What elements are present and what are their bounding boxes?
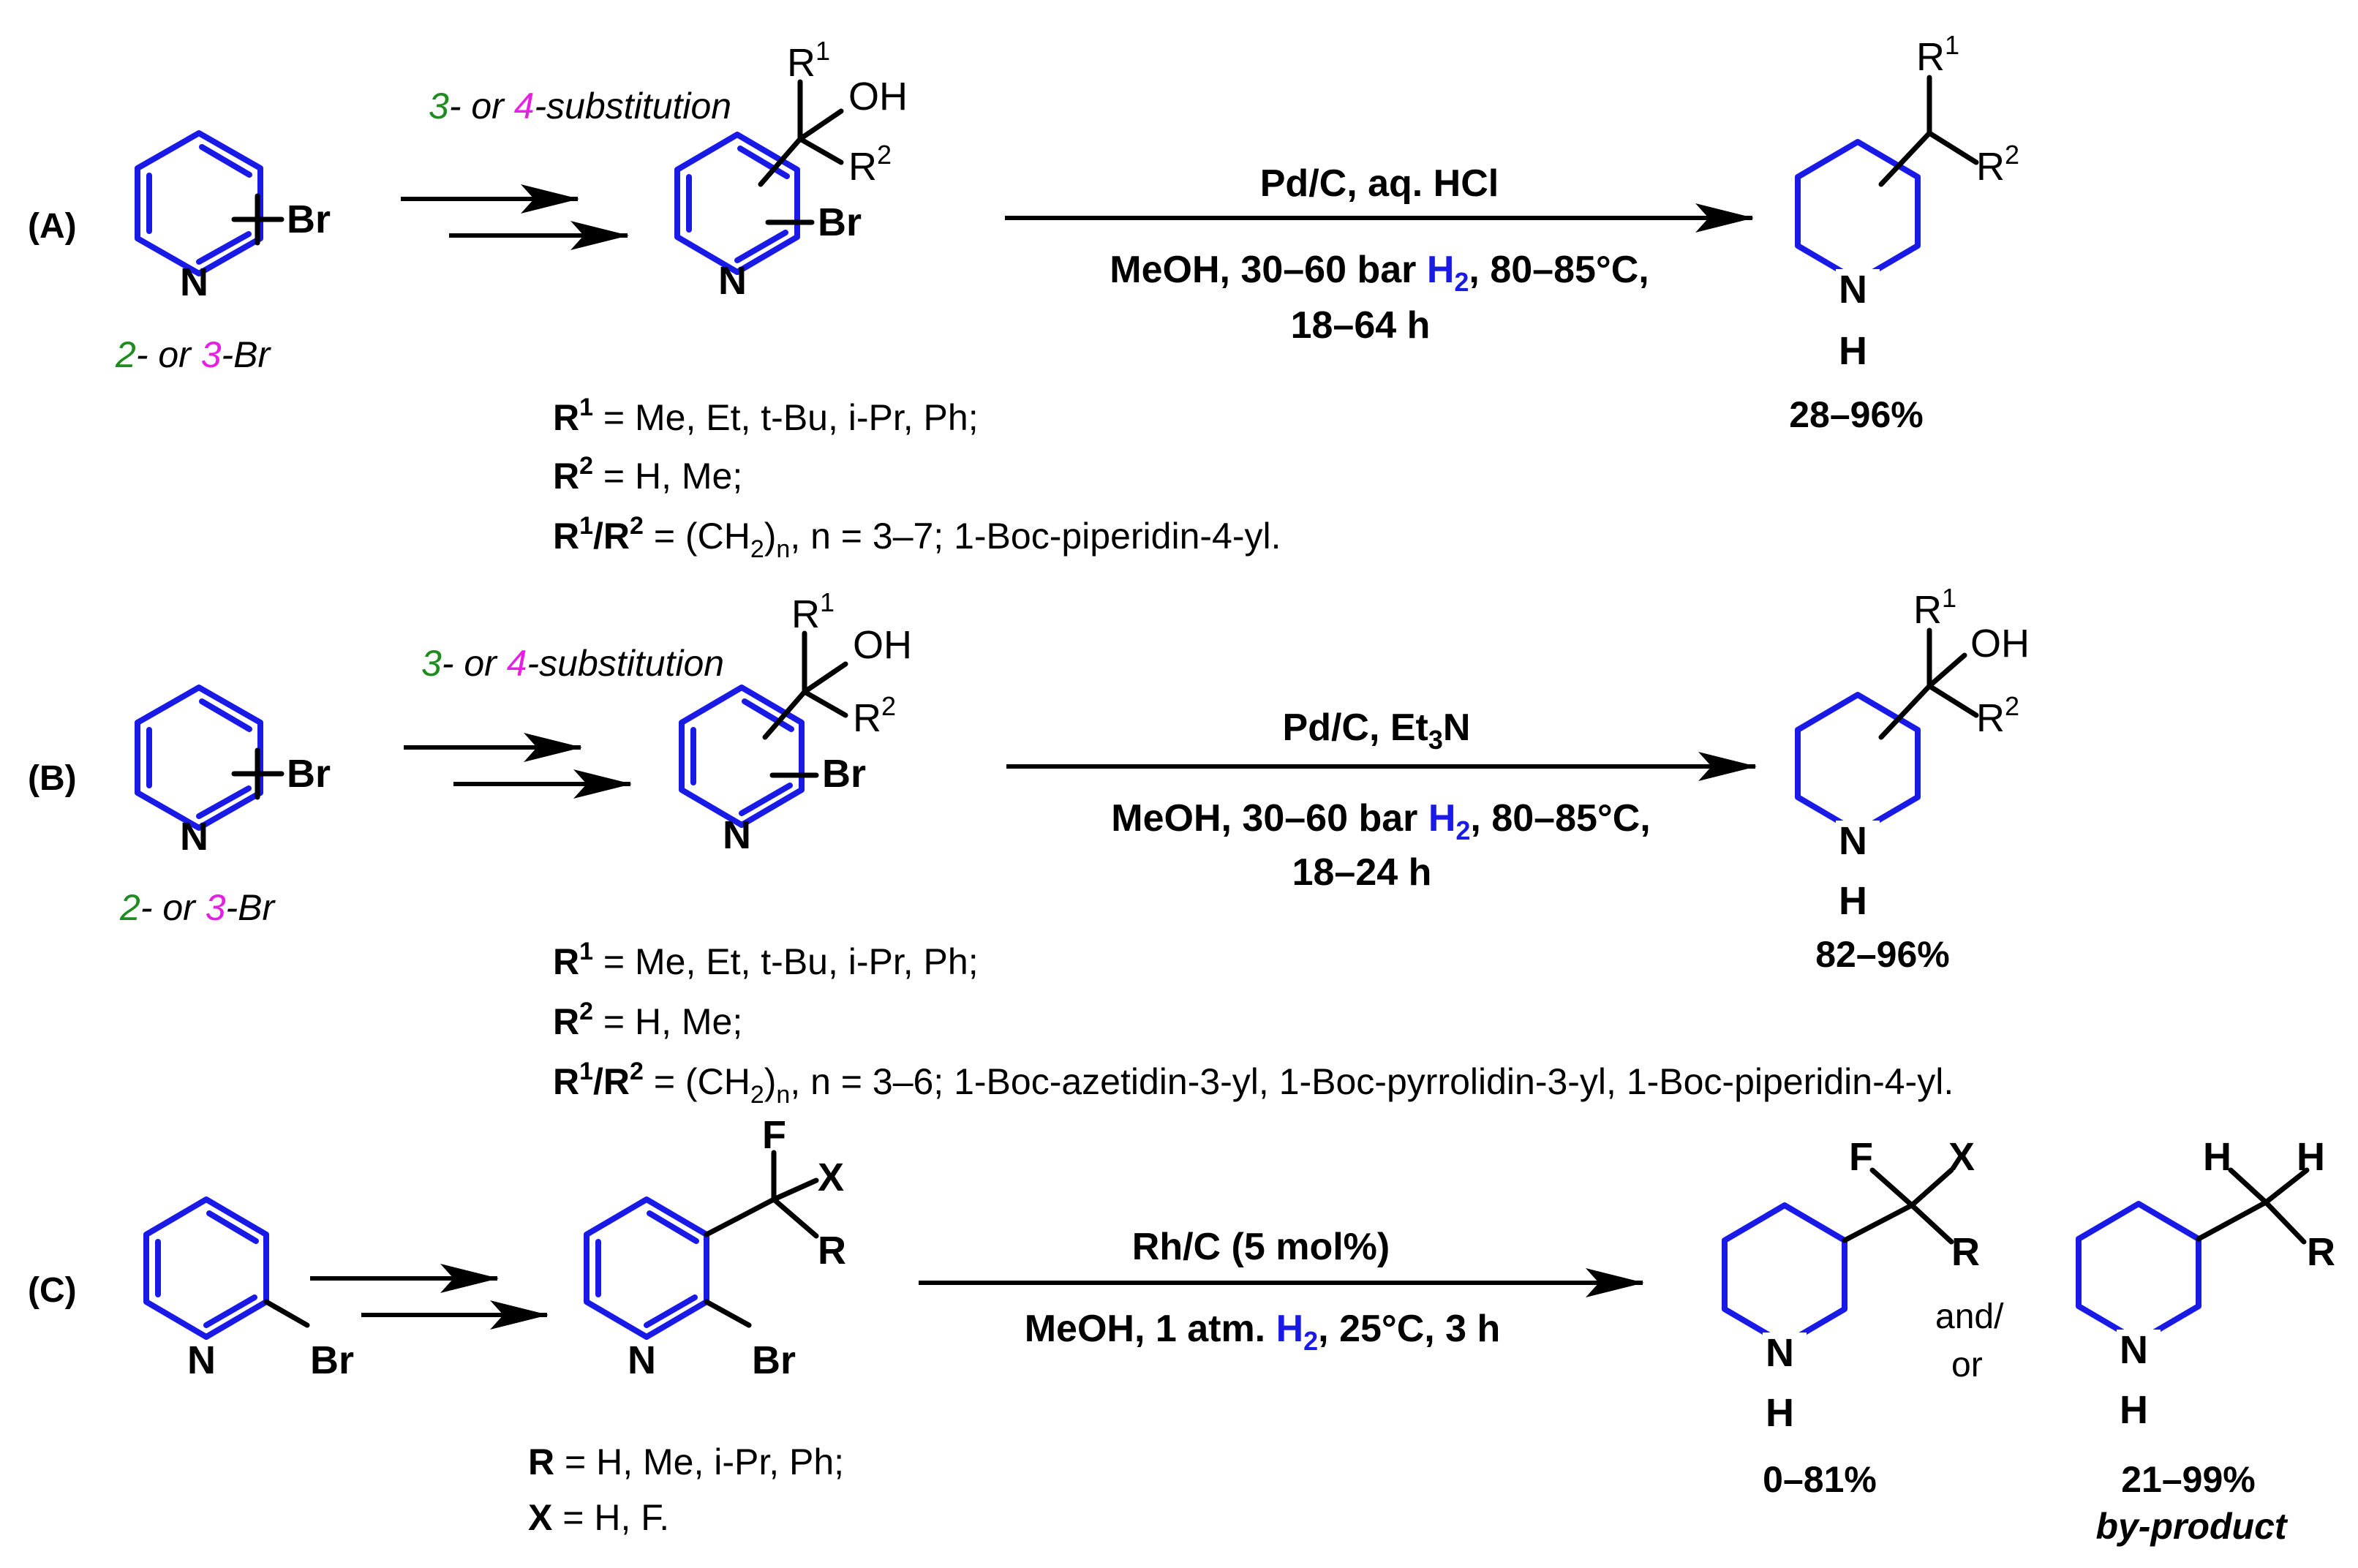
- r1-product-b: R1: [1913, 583, 1956, 632]
- def-x-c: X = H, F.: [528, 1497, 669, 1538]
- yield-a: 28–96%: [1789, 394, 1924, 435]
- def-r1-b: R1 = Me, Et, t-Bu, i-Pr, Ph;: [553, 938, 979, 982]
- piperidine-byproduct-c2: [2076, 1167, 2310, 1344]
- def-r1-a: R1 = Me, Et, t-Bu, i-Pr, Ph;: [553, 393, 979, 438]
- yield-c1: 0–81%: [1763, 1459, 1877, 1500]
- n-atom-product-b: N: [1839, 819, 1867, 863]
- n-atom-int-c: N: [628, 1338, 656, 1382]
- br-positions-b: 2- or 3-Br: [119, 887, 276, 928]
- r1-product-a: R1: [1916, 30, 1959, 79]
- r-product-c2: R: [2307, 1230, 2335, 1274]
- pyridine-start-c: [143, 1196, 310, 1340]
- conditions-top-c: Rh/C (5 mol%): [1132, 1226, 1390, 1268]
- def-r1r2-b: R1/R2 = (CH2)n, n = 3–6; 1-Boc-azetidin-…: [553, 1058, 1954, 1109]
- and-or-line2: or: [1951, 1346, 1983, 1384]
- br-positions-a: 2- or 3-Br: [115, 334, 272, 375]
- h-atom-product-c1: H: [1766, 1391, 1794, 1435]
- label-b: (B): [28, 759, 77, 798]
- label-a: (A): [28, 207, 77, 246]
- n-atom-start-b: N: [180, 815, 208, 859]
- and-or-line1: and/: [1935, 1297, 2004, 1336]
- yield-c2: 21–99%: [2121, 1459, 2256, 1500]
- oh-int-a: OH: [848, 75, 908, 118]
- def-r2-a: R2 = H, Me;: [553, 452, 742, 497]
- x-int-c: X: [818, 1156, 844, 1199]
- h-atom-product-b: H: [1839, 879, 1867, 923]
- h-atom-product-c2: H: [2120, 1388, 2148, 1432]
- x-product-c1: X: [1948, 1135, 1975, 1179]
- h-left-product-c2: H: [2203, 1135, 2231, 1179]
- r2-int-b: R2: [853, 691, 896, 740]
- br-start-a: Br: [287, 197, 331, 241]
- br-int-a: Br: [818, 200, 862, 244]
- piperidine-product-a: [1795, 75, 1979, 284]
- conditions-mid-a: MeOH, 30–60 bar H2, 80–85°C,: [1110, 249, 1649, 297]
- substitution-note-b: 3- or 4-substitution: [421, 643, 724, 684]
- piperidine-product-b: [1795, 627, 1979, 835]
- r2-int-a: R2: [848, 140, 892, 189]
- br-start-b: Br: [287, 752, 331, 796]
- h-right-product-c2: H: [2297, 1135, 2325, 1179]
- oh-int-b: OH: [853, 623, 912, 667]
- n-atom-start-a: N: [180, 260, 208, 304]
- n-atom-product-c1: N: [1766, 1331, 1794, 1375]
- label-c: (C): [28, 1271, 77, 1310]
- pyridine-intermediate-c: [584, 1150, 819, 1340]
- yield-b: 82–96%: [1815, 934, 1950, 975]
- br-int-c: Br: [752, 1338, 796, 1382]
- r1-int-b: R1: [791, 587, 835, 636]
- r2-product-b: R2: [1976, 691, 2019, 740]
- n-atom-start-c: N: [187, 1338, 216, 1382]
- def-r2-b: R2 = H, Me;: [553, 998, 742, 1042]
- pyridine-intermediate-a: [674, 79, 844, 275]
- f-int-c: F: [762, 1113, 786, 1157]
- n-atom-product-c2: N: [2120, 1328, 2148, 1372]
- byproduct-label: by-product: [2095, 1506, 2288, 1547]
- pyridine-start-b: [135, 685, 285, 831]
- r1-int-a: R1: [787, 36, 830, 85]
- def-r-c: R = H, Me, i-Pr, Ph;: [528, 1441, 844, 1482]
- r-product-c1: R: [1951, 1230, 1980, 1274]
- oh-product-b: OH: [1970, 622, 2030, 666]
- h-atom-product-a: H: [1839, 329, 1867, 373]
- n-atom-product-a: N: [1839, 268, 1867, 312]
- conditions-mid-b: MeOH, 30–60 bar H2, 80–85°C,: [1111, 797, 1650, 845]
- conditions-top-a: Pd/C, aq. HCl: [1260, 162, 1499, 205]
- def-r1r2-a: R1/R2 = (CH2)n, n = 3–7; 1-Boc-piperidin…: [553, 512, 1281, 563]
- conditions-time-a: 18–64 h: [1291, 304, 1431, 347]
- pyridine-intermediate-b: [679, 630, 848, 828]
- n-atom-int-a: N: [718, 259, 747, 303]
- br-int-b: Br: [822, 752, 866, 796]
- f-product-c1: F: [1849, 1135, 1873, 1179]
- n-atom-int-b: N: [723, 813, 751, 857]
- conditions-bottom-c: MeOH, 1 atm. H2, 25°C, 3 h: [1025, 1308, 1501, 1356]
- pyridine-start-a: [135, 130, 285, 276]
- conditions-time-b: 18–24 h: [1292, 851, 1432, 894]
- substitution-note-a: 3- or 4-substitution: [429, 86, 731, 127]
- conditions-top-b: Pd/C, Et3N: [1283, 706, 1471, 755]
- br-start-c: Br: [310, 1338, 354, 1382]
- r-int-c: R: [818, 1229, 846, 1273]
- r2-product-a: R2: [1976, 140, 2019, 189]
- piperidine-product-c1: [1722, 1167, 1954, 1347]
